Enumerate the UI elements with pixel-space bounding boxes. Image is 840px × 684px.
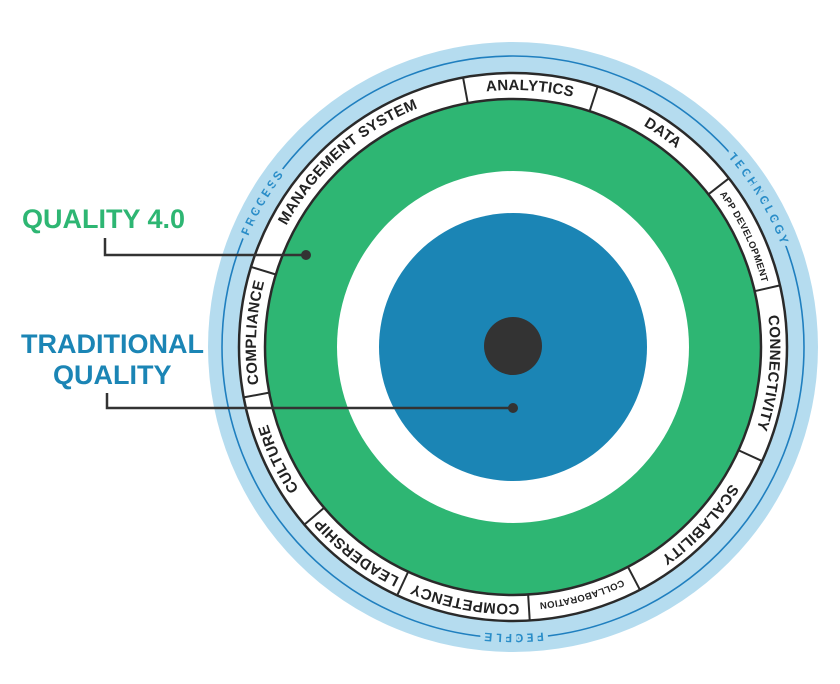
segment-divider: [738, 449, 763, 462]
segment-divider: [462, 77, 469, 104]
segment-dividers: [243, 77, 781, 621]
traditional-quality-leader-line: [105, 393, 513, 410]
category-line-ring: [221, 55, 805, 639]
quality-4-0-label: QUALITY 4.0: [22, 204, 185, 234]
quality-4-0-leader-dot: [301, 250, 311, 260]
segment-divider: [243, 391, 270, 399]
traditional-quality-label-line2: QUALITY: [53, 360, 172, 390]
category-label-people: PEOPLE: [482, 629, 545, 645]
segment-divider: [627, 566, 641, 591]
traditional-quality-leader-dot: [508, 403, 518, 413]
segment-divider: [250, 265, 277, 276]
segment-divider: [754, 284, 781, 293]
segment-divider: [396, 571, 410, 596]
segment-divider: [707, 177, 730, 196]
core-dot: [484, 317, 542, 375]
segment-divider: [527, 594, 531, 621]
segment-divider: [588, 86, 599, 112]
quality-4-0-leader-line: [103, 238, 306, 257]
traditional-quality-label-line1: TRADITIONAL: [21, 329, 204, 359]
category-label-text: PEOPLE: [477, 624, 548, 650]
segment-divider: [303, 506, 325, 526]
